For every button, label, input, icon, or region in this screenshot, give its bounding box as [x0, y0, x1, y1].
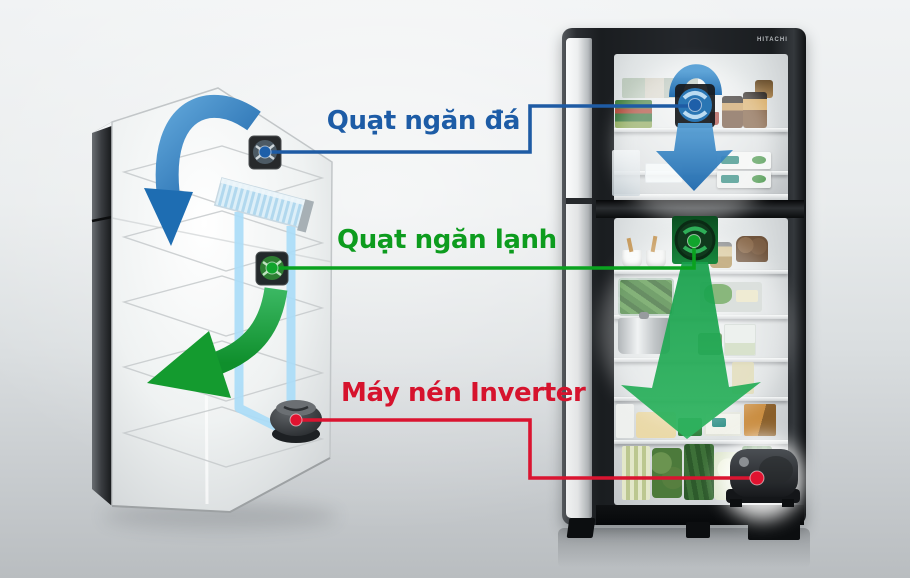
- amber-jar: [710, 242, 732, 268]
- schematic-shelves: [121, 145, 325, 468]
- red-cup: [710, 112, 719, 125]
- white-cup: [646, 250, 666, 268]
- fan-icon: [255, 251, 289, 286]
- fan-icon: [248, 135, 282, 170]
- cheese-block: [636, 412, 676, 438]
- frosted-container: [612, 150, 640, 196]
- ice-cream-cup: [743, 92, 767, 128]
- hitachi-logo: HITACHI: [757, 37, 788, 43]
- milk-carton: [616, 404, 634, 438]
- leafy-greens: [684, 444, 714, 500]
- evaporator-icon: [213, 177, 315, 233]
- fridge-shelf: [614, 358, 788, 362]
- kale: [742, 446, 772, 500]
- label-compressor: Máy nén Inverter: [341, 378, 586, 408]
- label-cooling-fan: Quạt ngăn lạnh: [337, 225, 557, 255]
- schematic-gasket-line: [204, 329, 209, 505]
- box-label-teal: [721, 156, 739, 164]
- box-label-oval: [752, 175, 766, 183]
- refrigerant-pipe: [234, 212, 288, 436]
- asparagus: [622, 446, 650, 500]
- schematic-fridge: [91, 87, 338, 529]
- freezer-shelf: [614, 128, 788, 132]
- artichokes: [652, 448, 682, 498]
- schematic-door-split: [91, 215, 113, 223]
- orange-box: [744, 404, 776, 436]
- schematic-side-panel: [111, 87, 333, 513]
- schematic-split-line: [111, 217, 333, 263]
- fridge-door-edge: [566, 204, 592, 518]
- fridge-shelf: [614, 397, 788, 401]
- white-cup: [622, 250, 642, 268]
- fridge-shelf: [614, 270, 788, 274]
- freezer-back-items: [622, 78, 698, 98]
- steel-pot: [618, 318, 670, 354]
- cooling-flow-arrow-icon: [147, 287, 288, 398]
- salad-bowl: [618, 278, 674, 316]
- cheese-wedge: [736, 290, 758, 302]
- schematic-door-face: [92, 122, 112, 506]
- frozen-packs: [615, 100, 652, 128]
- schematic-shadow: [102, 503, 338, 529]
- compartment-divider: [596, 200, 804, 218]
- yellow-pack: [732, 362, 754, 394]
- ice-cream-cup: [722, 96, 743, 128]
- freezer-door-edge: [566, 38, 592, 198]
- fridge-foot: [748, 514, 800, 540]
- cheese-label: [712, 418, 726, 427]
- box-label-oval: [752, 156, 766, 164]
- green-pack: [678, 418, 702, 436]
- schematic-bottom-edge: [111, 457, 331, 514]
- fridge-foot: [566, 518, 596, 538]
- mushrooms-basket: [736, 236, 768, 262]
- ice-cube-tray: [645, 163, 683, 183]
- green-basket: [698, 333, 722, 355]
- label-freezer-fan: Quạt ngăn đá: [326, 106, 521, 136]
- door-gap: [566, 198, 592, 204]
- box-label-teal: [721, 175, 739, 183]
- refrigerator-photo: HITACHI: [562, 28, 806, 525]
- pot-lid-knob: [639, 312, 649, 319]
- compressor-icon: [270, 400, 322, 443]
- freezer-flow-arrow-icon: [144, 94, 261, 246]
- veg-container: [724, 324, 756, 356]
- schematic-roof: [92, 88, 218, 133]
- lettuce: [704, 284, 732, 304]
- fennel-bulbs: [714, 452, 742, 500]
- fridge-foot: [686, 522, 710, 538]
